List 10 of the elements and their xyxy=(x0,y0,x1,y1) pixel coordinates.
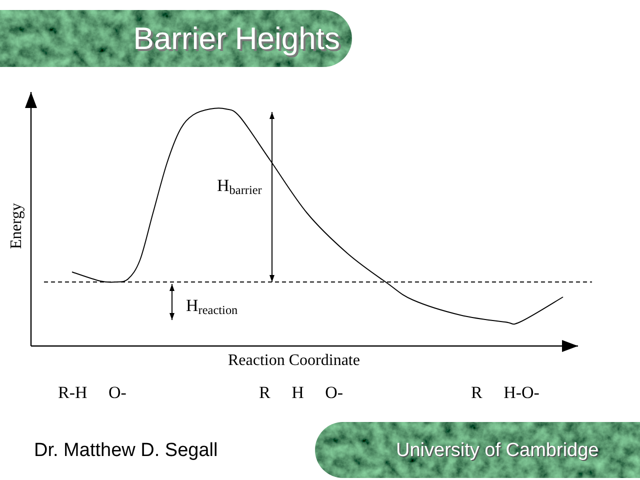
species-label: R-H O- xyxy=(58,384,126,401)
species-label: R H O- xyxy=(259,384,344,401)
barrier-height-label: H$_{barrier}$ xyxy=(217,177,262,196)
author-name: Dr. Matthew D. Segall xyxy=(34,441,218,460)
axis-title: Reaction Coordinate xyxy=(228,353,360,369)
institution-name: University of Cambridge xyxy=(396,441,599,460)
slide-title: Barrier Heights xyxy=(133,23,340,54)
species-label: R H-O- xyxy=(471,384,540,401)
reaction-enthalpy-label: H$_{reaction}$ xyxy=(186,297,238,316)
axis-title: Energy xyxy=(9,203,25,249)
